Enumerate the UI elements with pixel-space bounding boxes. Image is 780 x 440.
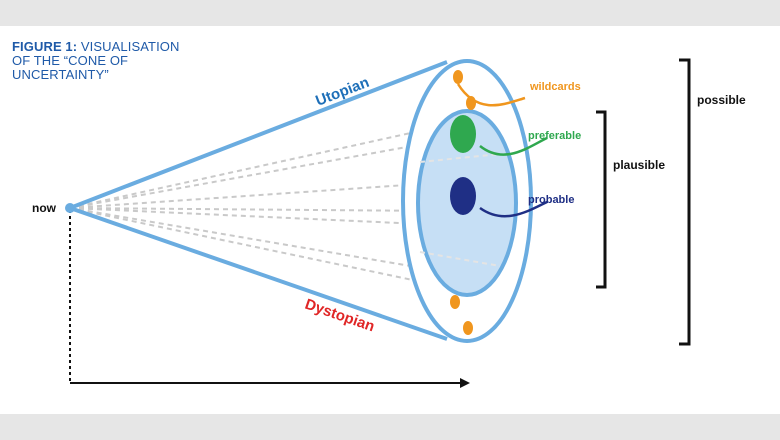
preferable-blob xyxy=(450,115,476,153)
cone-diagram: now Utopian Dystopian wildcards preferab… xyxy=(32,58,746,388)
figure-title-text: VISUALISATION OF THE “CONE OF UNCERTAINT… xyxy=(12,39,180,82)
figure-title: FIGURE 1: VISUALISATION OF THE “CONE OF … xyxy=(12,40,192,82)
wildcard-dot-bottom-2 xyxy=(463,321,473,335)
preferable-label: preferable xyxy=(528,130,581,142)
plausible-label: plausible xyxy=(613,158,665,172)
possible-label: possible xyxy=(697,93,746,107)
figure-frame: now Utopian Dystopian wildcards preferab… xyxy=(0,26,780,414)
figure-title-lead: FIGURE 1: xyxy=(12,39,78,54)
probable-label: probable xyxy=(528,194,574,206)
cone-upper-edge xyxy=(69,60,448,210)
cone-lower-edge xyxy=(69,206,448,341)
timeline-arrowhead xyxy=(460,378,470,388)
now-point xyxy=(65,203,75,213)
wildcard-dot-bottom-1 xyxy=(450,295,460,309)
preferable-leader xyxy=(479,136,548,156)
now-label: now xyxy=(32,201,57,215)
wildcards-leader xyxy=(456,83,526,107)
probable-blob xyxy=(450,177,476,215)
wildcard-dot-top-1 xyxy=(453,70,463,84)
plausible-bracket xyxy=(596,110,607,289)
possible-bracket xyxy=(679,58,691,346)
projection-lines xyxy=(69,120,466,292)
wildcards-label: wildcards xyxy=(529,81,581,93)
probable-leader xyxy=(479,200,548,218)
projection-lines-inner xyxy=(419,153,501,267)
